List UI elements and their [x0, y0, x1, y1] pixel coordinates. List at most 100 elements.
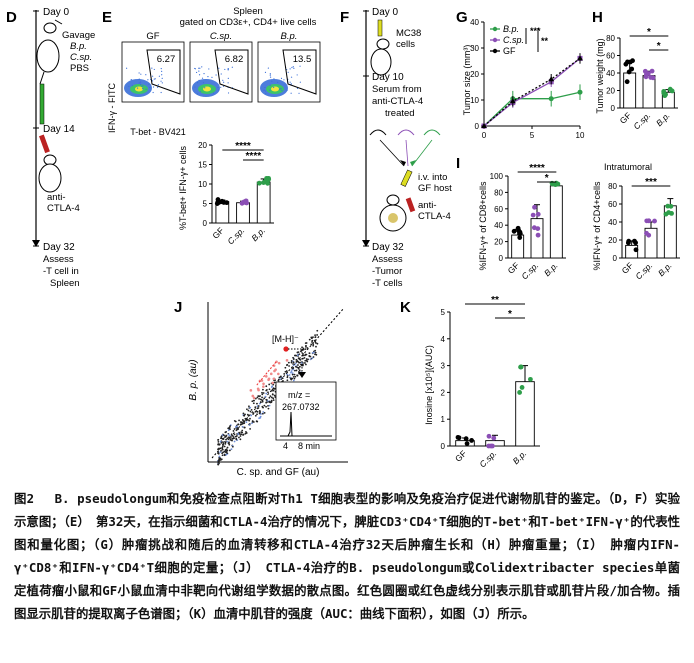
label-mc38: MC38: [396, 28, 421, 39]
metabolite-point: [312, 336, 314, 339]
event-dot: [145, 74, 147, 76]
label-spleen: Spleen: [50, 278, 80, 289]
event-dot: [293, 67, 295, 69]
label-f-ctla4: CTLA-4: [418, 211, 451, 222]
inset-frame: [275, 381, 337, 441]
metabolite-point: [240, 433, 243, 436]
label-f-assess: Assess: [372, 254, 403, 265]
data-point: [519, 385, 525, 390]
metabolite-point: [284, 366, 287, 369]
event-dot: [147, 79, 149, 81]
series-marker: [481, 123, 487, 128]
metabolite-point: [248, 419, 251, 422]
syringe-icon: [377, 19, 383, 37]
data-point: [264, 175, 270, 181]
y-tick-label: 80: [608, 182, 617, 191]
significance-label: ****: [235, 141, 251, 152]
metabolite-point: [221, 447, 224, 449]
y-tick-label: 0: [499, 254, 504, 263]
metabolite-point: [261, 396, 263, 399]
metabolite-point: [245, 421, 248, 423]
metabolite-point: [308, 352, 311, 355]
event-dot: [148, 83, 150, 85]
data-point: [469, 438, 475, 443]
metabolite-point: [228, 434, 231, 437]
metabolite-point: [254, 406, 257, 409]
data-point: [215, 199, 221, 205]
event-dot: [267, 67, 269, 69]
event-dot: [139, 83, 142, 85]
metabolite-point: [265, 392, 268, 395]
metabolite-point: [226, 437, 229, 440]
metabolite-point: [217, 438, 220, 441]
metabolite-point: [224, 442, 227, 445]
metabolite-point: [292, 375, 295, 378]
metabolite-point: [264, 395, 267, 398]
metabolite-point: [310, 343, 313, 346]
i-ylabel-cd8: %IFN-γ+ of CD8+cells: [478, 181, 488, 271]
event-dot: [145, 88, 147, 90]
metabolite-point: [217, 443, 220, 446]
data-point: [652, 218, 657, 224]
metabolite-point: [262, 411, 265, 413]
category-label: B.p.: [654, 110, 672, 128]
event-dot: [208, 68, 210, 70]
metabolite-point: [246, 408, 248, 411]
event-dot: [280, 88, 282, 90]
category-label: GF: [506, 260, 521, 275]
metabolite-point: [266, 388, 268, 391]
density-core: [203, 86, 211, 92]
event-dot: [130, 79, 132, 81]
event-dot: [227, 67, 229, 70]
event-dot: [292, 66, 294, 68]
inosine-fragment-point: [257, 388, 260, 392]
metabolite-point: [271, 393, 274, 396]
flow-xlabel: T-bet - BV421: [130, 127, 186, 137]
metabolite-point: [218, 458, 221, 461]
event-dot: [202, 82, 205, 84]
data-point: [646, 218, 652, 224]
event-dot: [161, 77, 163, 79]
data-point: [650, 75, 656, 81]
flow-group-label: C.sp.: [210, 31, 232, 42]
metabolite-point: [286, 376, 289, 379]
label-f-day32: Day 32: [372, 242, 404, 253]
event-dot: [160, 80, 162, 82]
event-dot: [151, 80, 154, 82]
y-tick-label: 2: [441, 388, 446, 397]
event-dot: [198, 70, 200, 72]
y-tick-label: 5: [203, 200, 208, 209]
metabolite-point: [298, 369, 301, 372]
label-f-day10: Day 10: [372, 72, 404, 83]
g-ylabel: Tumor size (mm³): [462, 45, 472, 116]
metabolite-point: [273, 394, 276, 397]
density-core: [271, 86, 279, 92]
metabolite-point: [297, 357, 300, 360]
event-dot: [141, 85, 143, 87]
metabolite-point: [224, 449, 227, 452]
metabolite-point: [259, 395, 261, 397]
event-dot: [140, 73, 142, 75]
y-tick-label: 0: [613, 254, 618, 263]
event-dot: [222, 85, 225, 87]
metabolite-point: [305, 353, 308, 356]
metabolite-point: [291, 373, 294, 376]
data-point: [528, 376, 533, 382]
inosine-fragment-point: [252, 396, 256, 400]
panel-letter-k: K: [400, 299, 411, 316]
event-dot: [152, 91, 154, 94]
event-dot: [280, 77, 283, 79]
metabolite-point: [262, 392, 265, 394]
significance-label: *: [508, 309, 512, 320]
figure-caption: 图2 B. pseudolongum和免疫检查点阻断对Th1 T细胞表型的影响及…: [14, 491, 680, 621]
event-dot: [211, 76, 213, 78]
metabolite-point: [229, 449, 231, 452]
metabolite-point: [251, 422, 253, 425]
event-dot: [194, 68, 196, 70]
label-csp: C.sp.: [70, 52, 92, 63]
metabolite-point: [240, 423, 243, 425]
data-point: [633, 247, 639, 253]
metabolite-point: [296, 354, 299, 357]
label-pbs: PBS: [70, 63, 89, 74]
